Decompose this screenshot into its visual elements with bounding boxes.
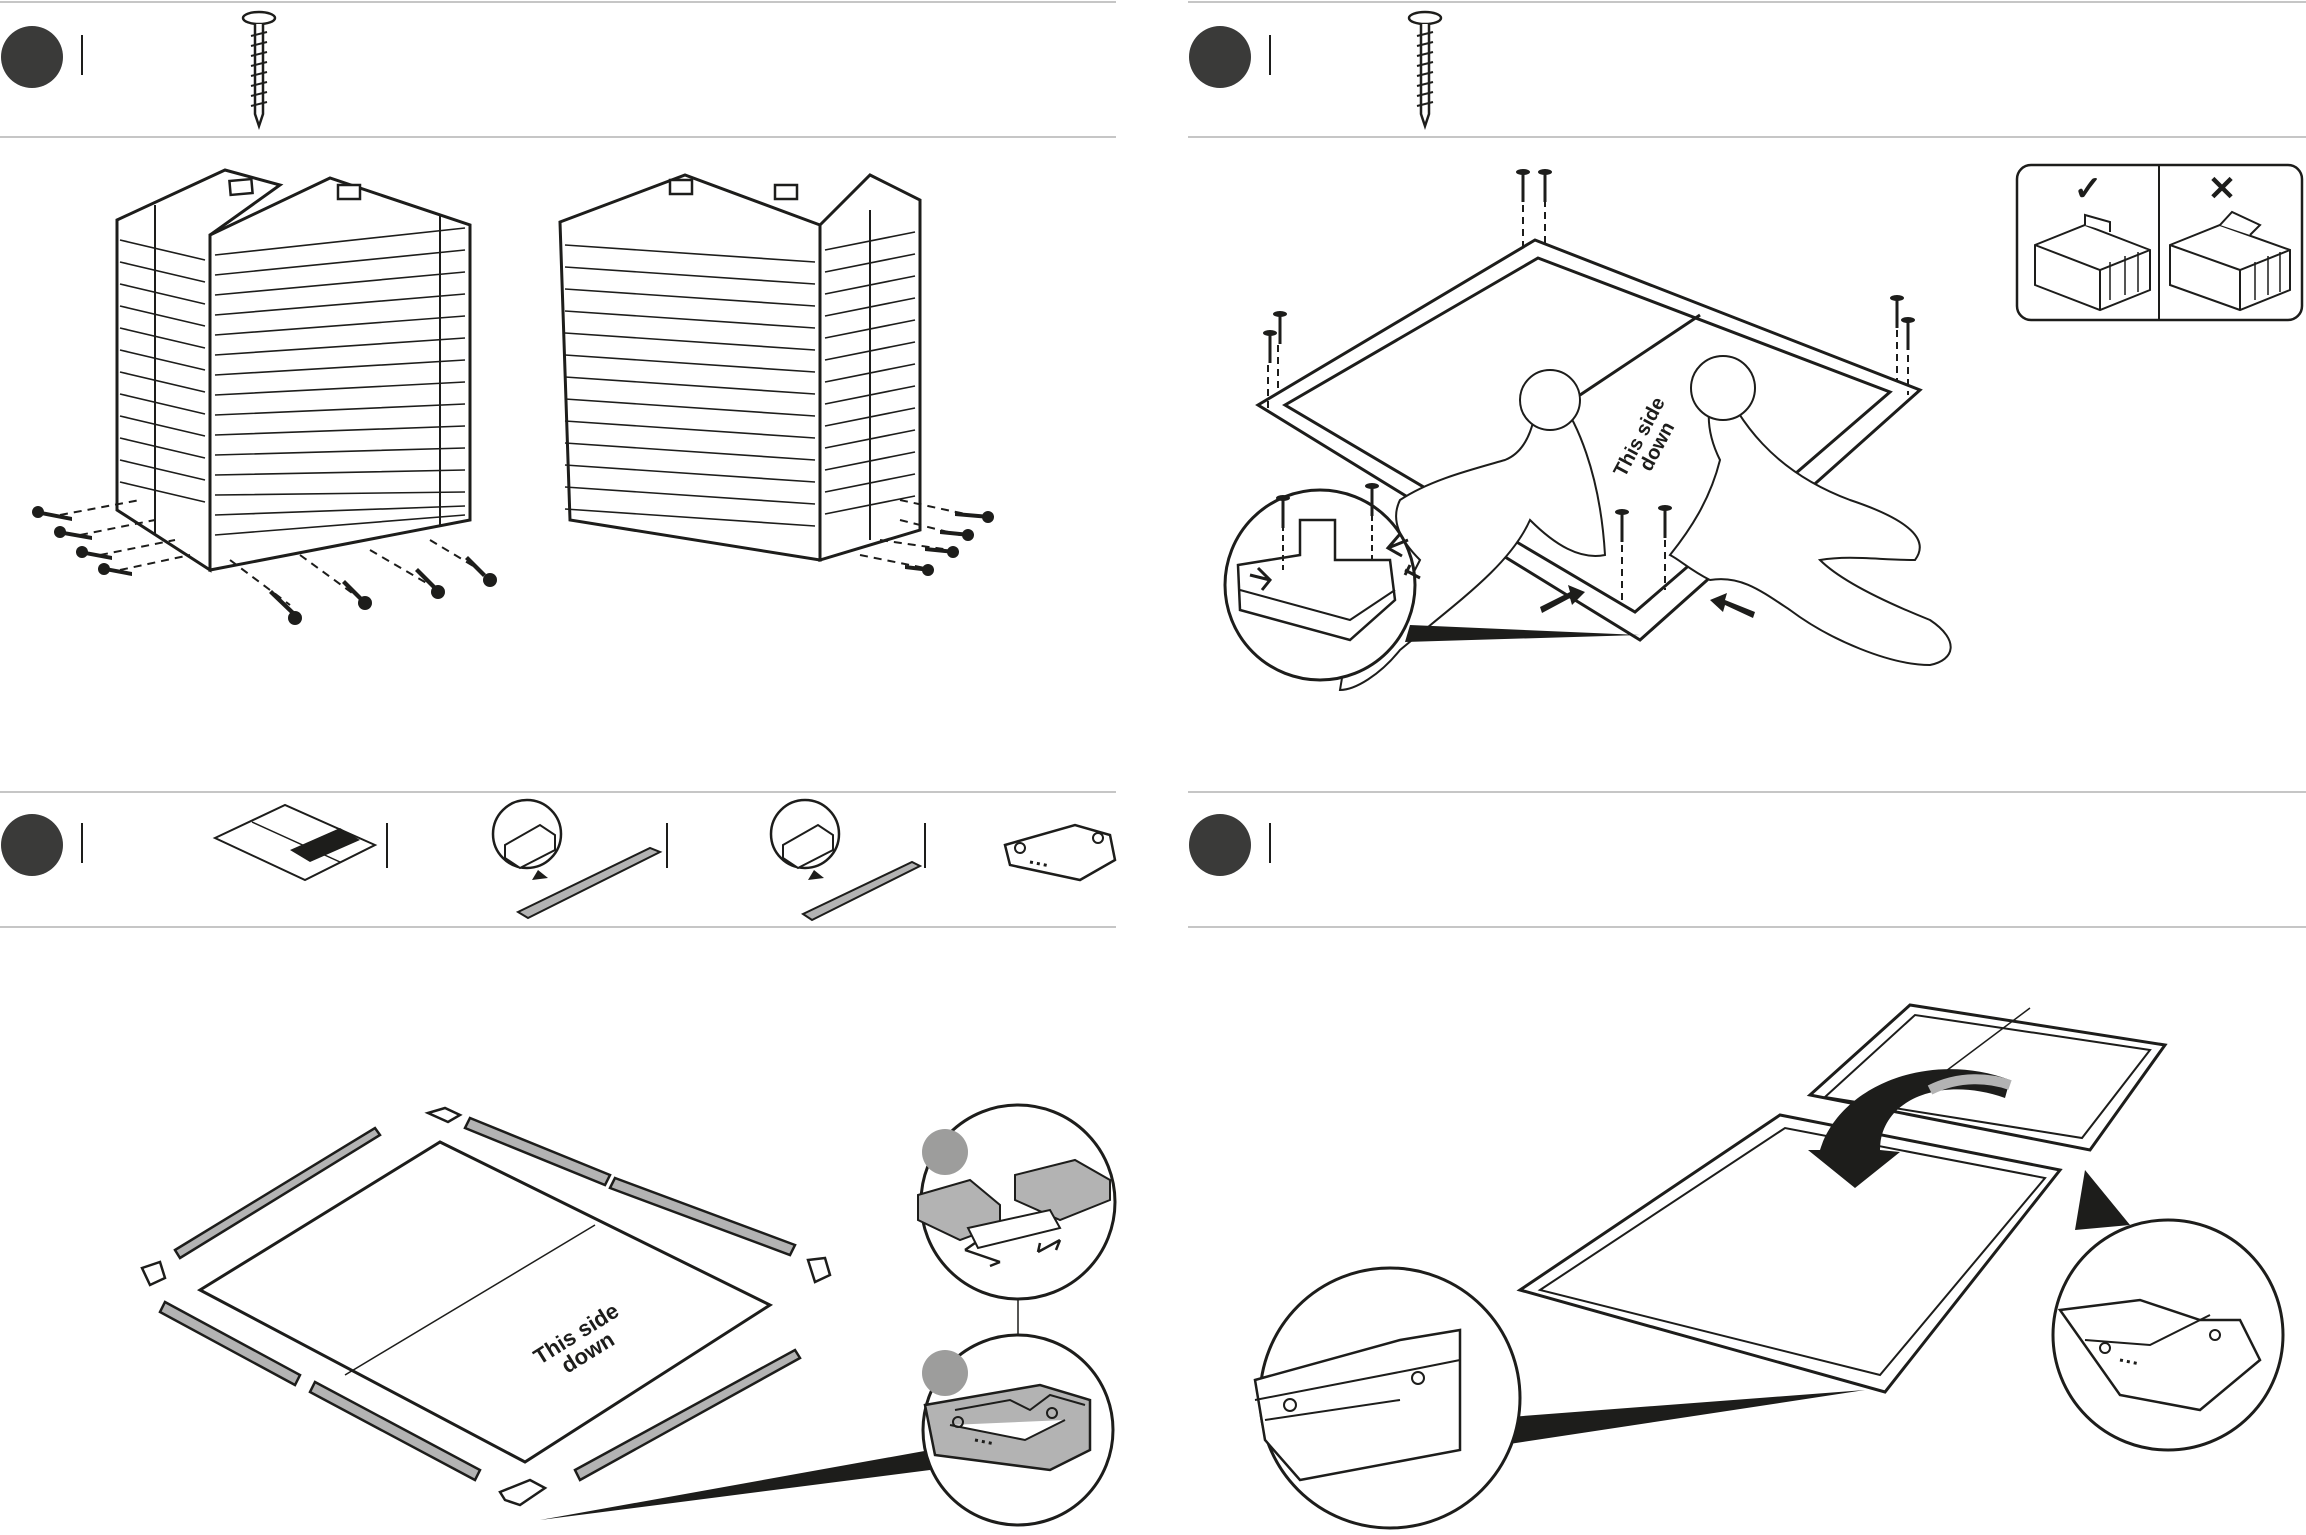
rail-profile-icon bbox=[493, 800, 660, 918]
badge-icon bbox=[922, 1129, 968, 1175]
profile-check-inset: ✓ ✕ bbox=[2017, 165, 2302, 320]
detail-callout-joint bbox=[918, 1105, 1115, 1340]
floor-frame-large bbox=[1520, 1115, 2060, 1392]
correct-mark-icon: ✓ bbox=[2074, 170, 2103, 208]
step-circle-icon bbox=[1, 814, 63, 876]
panel-step-a bbox=[0, 2, 1116, 625]
panel-step-c: This side down bbox=[0, 792, 1116, 1525]
step-circle-icon bbox=[1189, 814, 1251, 876]
rail-profile-icon bbox=[771, 800, 920, 920]
step-circle-icon bbox=[1, 26, 63, 88]
panel-step-d bbox=[1188, 792, 2306, 1528]
panel-step-b: This side down bbox=[1188, 2, 2306, 690]
sheet-icon bbox=[215, 805, 375, 880]
step-circle-icon bbox=[1189, 26, 1251, 88]
screw-icon bbox=[243, 12, 275, 126]
corner-connector-icon bbox=[1005, 825, 1115, 880]
badge-icon bbox=[922, 1350, 968, 1396]
screw-icon bbox=[1409, 12, 1441, 126]
detail-callout-corner-right bbox=[2053, 1170, 2283, 1450]
wrong-mark-icon: ✕ bbox=[2208, 170, 2237, 208]
